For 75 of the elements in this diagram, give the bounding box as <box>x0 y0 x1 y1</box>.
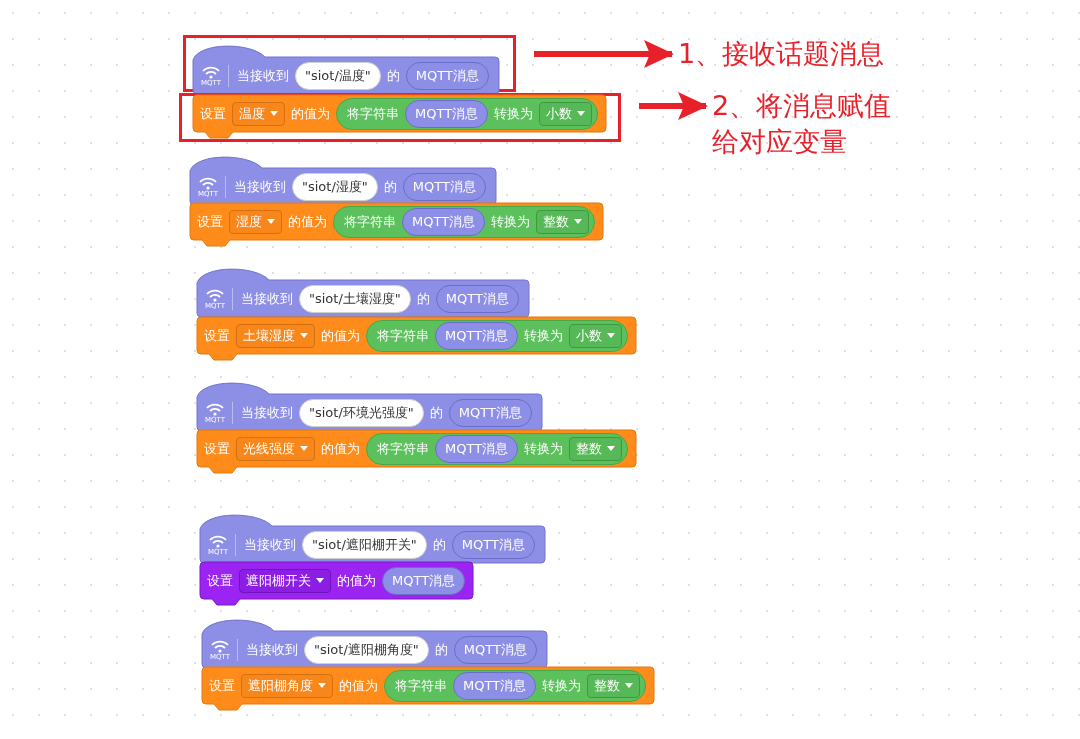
dropdown-menu: 小数 <box>569 323 623 348</box>
dropdown-menu: 光线强度 <box>236 436 315 461</box>
block-label: 当接收到 <box>241 403 293 422</box>
block-label: 设置 <box>204 439 230 458</box>
block-label: 的值为 <box>321 326 360 345</box>
block-label: 转换为 <box>542 676 582 695</box>
block-label: 设置 <box>204 326 230 345</box>
block-label: 的 <box>416 289 430 308</box>
arrow <box>534 40 674 68</box>
highlight-frame <box>183 35 516 92</box>
set-block <box>193 95 607 139</box>
block-label: 将字符串 <box>395 676 447 695</box>
block-label: 的 <box>383 177 397 196</box>
arrow <box>639 92 708 120</box>
block-label: 设置 <box>200 104 226 123</box>
block-label: 转换为 <box>494 104 534 123</box>
block-label: 设置 <box>197 212 223 231</box>
block-label: 的值为 <box>337 571 376 590</box>
block-label: 的值为 <box>291 104 330 123</box>
block-label: 当接收到 <box>246 640 298 659</box>
string-input: "siot/环境光强度" <box>299 398 424 427</box>
block-label: 的 <box>386 66 400 85</box>
dropdown-menu: 土壤湿度 <box>236 323 315 348</box>
reporter-block: MQTT消息 <box>402 207 486 236</box>
block-label: 的 <box>434 640 448 659</box>
reporter-block: MQTT消息 <box>453 671 537 700</box>
block-label: 当接收到 <box>234 177 286 196</box>
dropdown-menu: 整数 <box>569 436 623 461</box>
block-label: 的 <box>429 403 443 422</box>
block-label: 的值为 <box>339 676 378 695</box>
convert-block <box>333 205 596 238</box>
dropdown-menu: 遮阳棚角度 <box>241 673 333 698</box>
reporter-block: MQTT消息 <box>435 321 519 350</box>
block-label: 当接收到 <box>244 535 296 554</box>
dropdown-menu: 湿度 <box>229 209 282 234</box>
hat-block <box>197 268 529 317</box>
set-block <box>197 430 637 474</box>
dropdown-menu: 遮阳棚开关 <box>239 568 331 593</box>
block-label: 当接收到 <box>237 66 289 85</box>
block-label: 的 <box>432 535 446 554</box>
set-block <box>202 667 655 711</box>
highlight-frame <box>179 93 621 142</box>
string-input: "siot/遮阳棚开关" <box>302 530 427 559</box>
callout-text: 1、接收话题消息 <box>678 36 885 72</box>
hat-block <box>202 619 547 668</box>
set-block <box>190 203 604 247</box>
block-label: 将字符串 <box>344 212 396 231</box>
hat-block <box>197 382 542 431</box>
convert-block <box>366 432 629 465</box>
dropdown-menu: 小数 <box>539 101 593 126</box>
block-label: 设置 <box>209 676 235 695</box>
block-label: 转换为 <box>524 326 564 345</box>
block-label: 当接收到 <box>241 289 293 308</box>
reporter-block: MQTT消息 <box>435 434 519 463</box>
dropdown-menu: 整数 <box>536 209 590 234</box>
reporter-block: MQTT消息 <box>405 99 489 128</box>
block-label: 转换为 <box>524 439 564 458</box>
block-label: 将字符串 <box>377 326 429 345</box>
string-input: "siot/遮阳棚角度" <box>304 635 429 664</box>
hat-block <box>193 45 499 94</box>
set-block <box>197 317 637 361</box>
convert-block <box>366 319 629 352</box>
set-block <box>200 562 474 606</box>
block-label: 的值为 <box>288 212 327 231</box>
block-label: 将字符串 <box>347 104 399 123</box>
hat-block <box>200 514 545 563</box>
block-label: 设置 <box>207 571 233 590</box>
block-label: 转换为 <box>491 212 531 231</box>
convert-block <box>384 669 647 702</box>
block-label: 的值为 <box>321 439 360 458</box>
block-label: 将字符串 <box>377 439 429 458</box>
dropdown-menu: 温度 <box>232 101 285 126</box>
convert-block <box>336 97 599 130</box>
callout-text: 2、将消息赋值给对应变量 <box>712 88 917 160</box>
dropdown-menu: 整数 <box>587 673 641 698</box>
